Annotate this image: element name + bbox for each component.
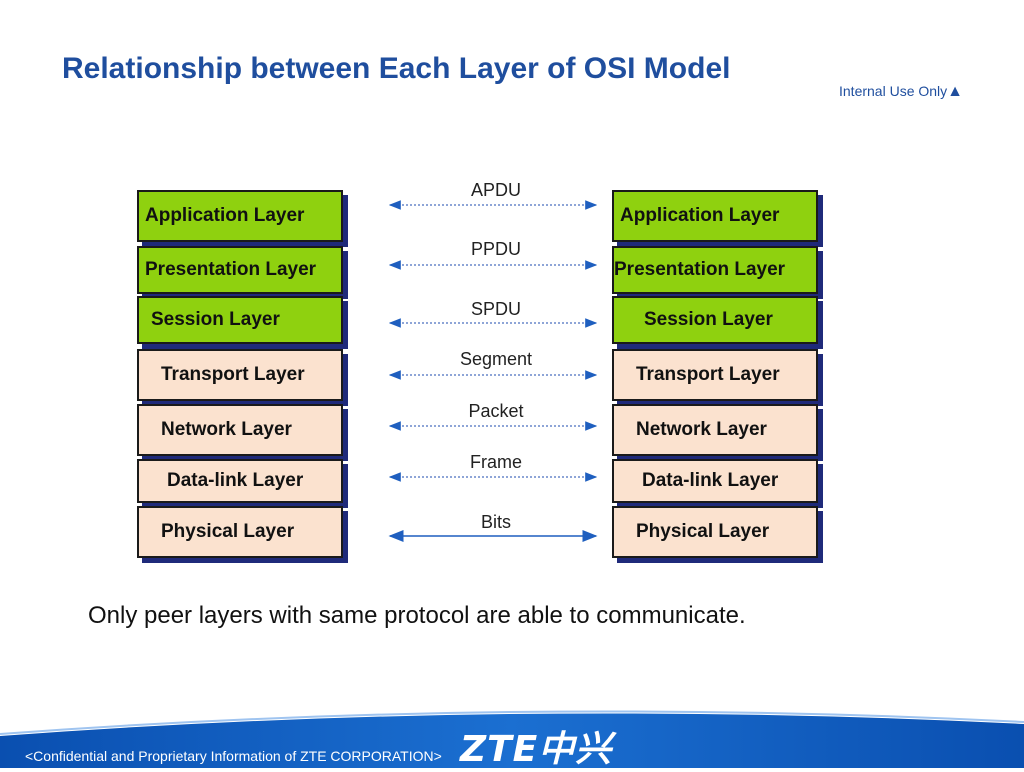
- layer-label: Transport Layer: [636, 364, 780, 385]
- internal-use-text: Internal Use Only: [839, 83, 948, 99]
- ppdu-label: PPDU: [470, 239, 522, 259]
- packet-label: Packet: [468, 401, 524, 421]
- left-session-layer: Session Layer: [137, 296, 343, 344]
- right-application-layer: Application Layer: [612, 190, 818, 242]
- layer-label: Session Layer: [151, 309, 280, 330]
- right-presentation-layer: Presentation Layer: [612, 246, 818, 294]
- frame-label: Frame: [469, 452, 523, 472]
- spdu-label: SPDU: [470, 299, 522, 319]
- right-physical-layer: Physical Layer: [612, 506, 818, 558]
- right-session-layer: Session Layer: [612, 296, 818, 344]
- footer-band: [0, 710, 1024, 768]
- left-network-layer: Network Layer: [137, 404, 343, 456]
- zte-logo: ZTE中兴: [460, 729, 613, 770]
- layer-label: Application Layer: [145, 205, 305, 226]
- layer-label: Data-link Layer: [642, 470, 779, 491]
- triangle-up-icon: ▲: [947, 83, 964, 100]
- left-transport-layer: Transport Layer: [137, 349, 343, 401]
- confidential-notice: <Confidential and Proprietary Informatio…: [25, 748, 442, 764]
- page-title: Relationship between Each Layer of OSI M…: [62, 52, 731, 85]
- left-data-link-layer: Data-link Layer: [137, 459, 343, 503]
- layer-label: Network Layer: [636, 419, 767, 440]
- layer-label: Application Layer: [620, 205, 780, 226]
- left-presentation-layer: Presentation Layer: [137, 246, 343, 294]
- layer-label: Physical Layer: [161, 521, 295, 542]
- apdu-label: APDU: [470, 180, 522, 200]
- layer-label: Network Layer: [161, 419, 292, 440]
- right-network-layer: Network Layer: [612, 404, 818, 456]
- bits-label: Bits: [480, 512, 512, 532]
- layer-label: Physical Layer: [636, 521, 770, 542]
- layer-label: Session Layer: [644, 309, 773, 330]
- layer-label: Transport Layer: [161, 364, 305, 385]
- left-physical-layer: Physical Layer: [137, 506, 343, 558]
- layer-label: Presentation Layer: [614, 259, 786, 280]
- left-application-layer: Application Layer: [137, 190, 343, 242]
- internal-use-label: Internal Use Only▲: [839, 83, 963, 101]
- layer-label: Presentation Layer: [145, 259, 317, 280]
- segment-label: Segment: [459, 349, 533, 369]
- caption: Only peer layers with same protocol are …: [88, 602, 746, 629]
- right-data-link-layer: Data-link Layer: [612, 459, 818, 503]
- layer-label: Data-link Layer: [167, 470, 304, 491]
- right-transport-layer: Transport Layer: [612, 349, 818, 401]
